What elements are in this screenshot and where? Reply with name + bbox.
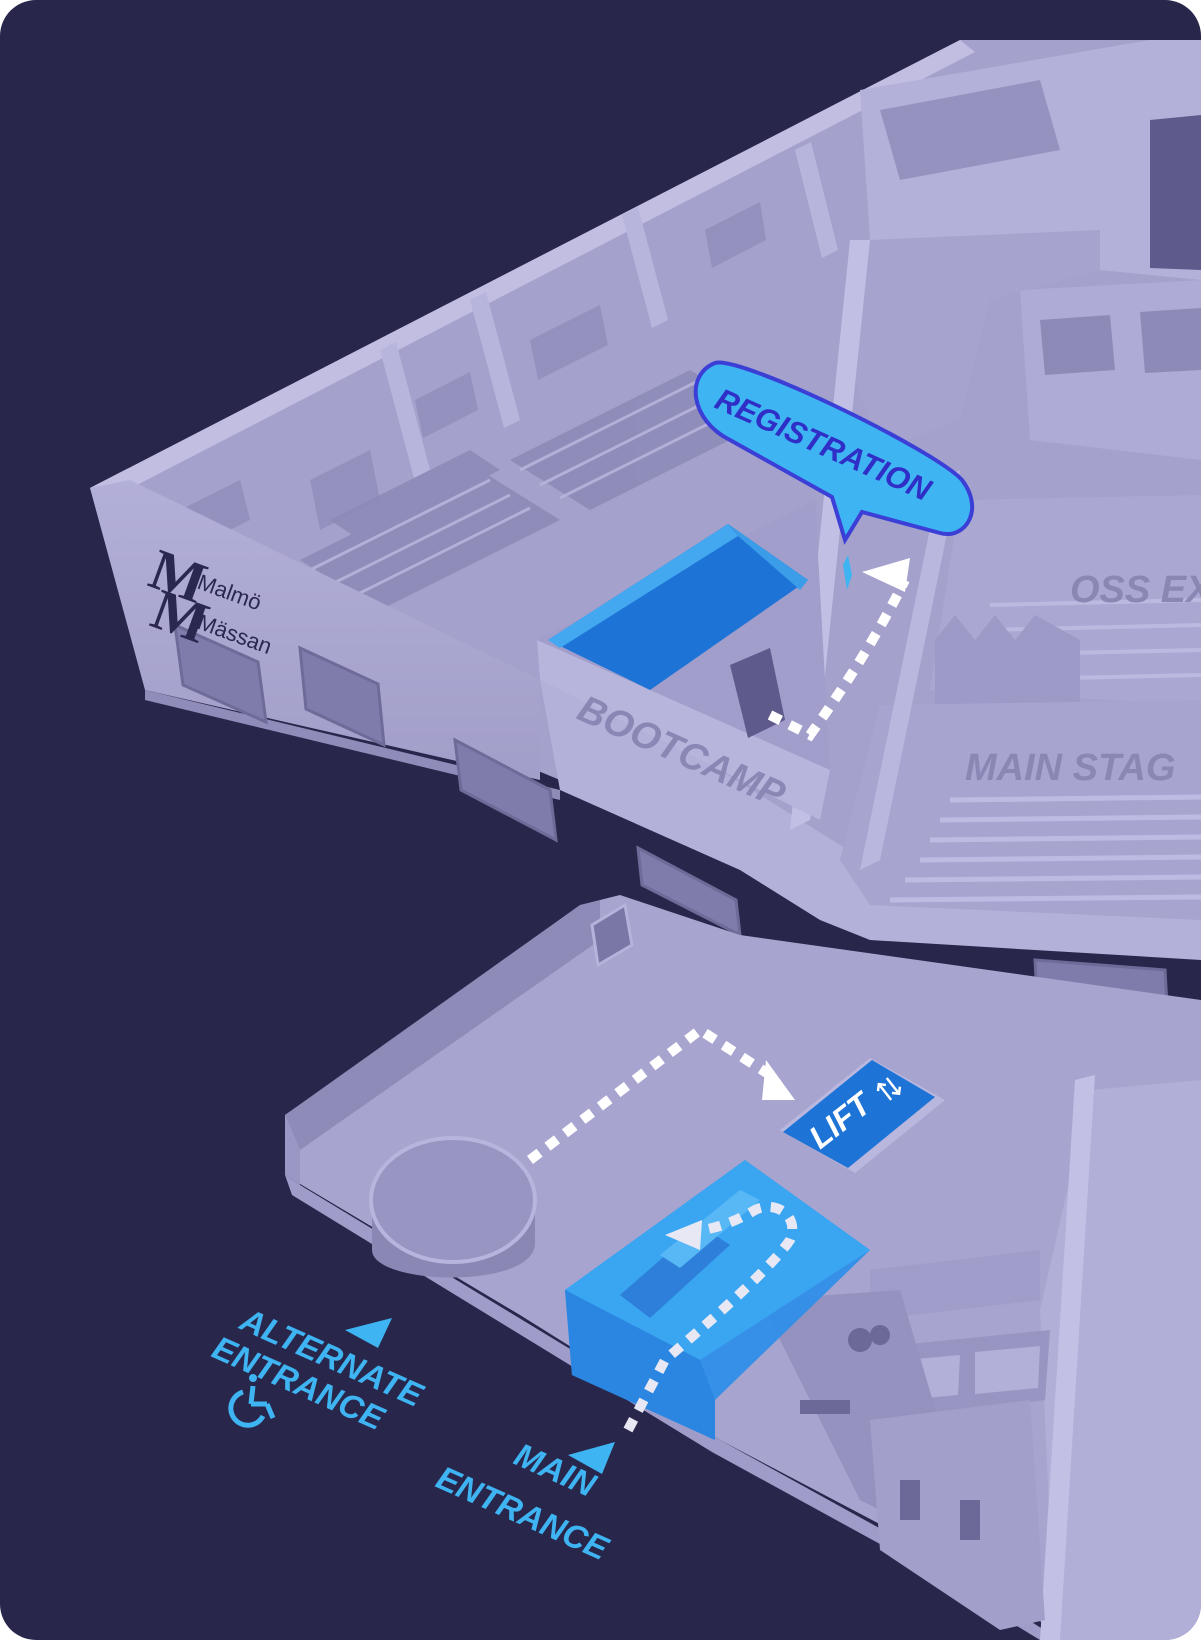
staircase [565,1160,870,1440]
lift: LIFT [780,1058,945,1173]
wheelchair-icon [228,1374,276,1428]
lower-floor: LIFT [285,895,1201,1640]
alternate-entrance: ALTERNATE ENTRANCE [207,1300,429,1437]
path-main-entrance-to-lift [526,1023,798,1433]
upper-rooms-right [855,40,1201,460]
triangle-marker-icon [345,1318,392,1348]
upper-floor: OSS EX MAIN STAG BOOTCA [90,40,1201,1007]
round-kiosk [369,1136,537,1278]
oss-expo-area: OSS EX [930,495,1201,705]
path-to-registration [767,558,910,742]
up-down-arrows-icon [876,1077,902,1101]
main-entrance: MAIN ENTRANCE [431,1436,615,1567]
lower-rooms-right [760,1075,1201,1640]
triangle-marker-icon [568,1442,615,1474]
bootcamp-room: BOOTCAMP [537,500,830,820]
main-stage-area: MAIN STAG [840,700,1201,920]
oss-expo-label: OSS EX [1070,569,1201,611]
main-stage-label: MAIN STAG [965,747,1175,789]
